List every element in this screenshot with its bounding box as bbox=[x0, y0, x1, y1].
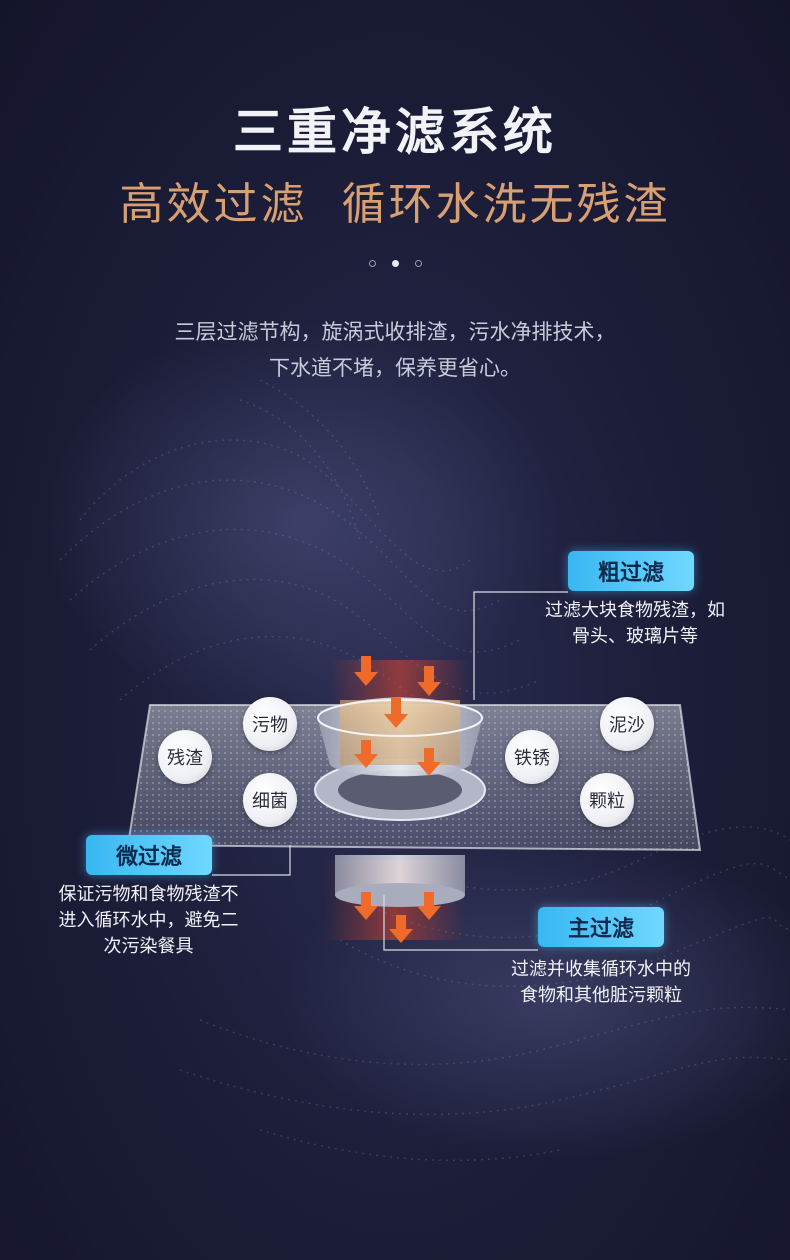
main-filter-desc: 过滤并收集循环水中的 食物和其他脏污颗粒 bbox=[486, 957, 716, 1009]
main-desc-line-1: 过滤并收集循环水中的 bbox=[511, 959, 691, 980]
main-desc-line-2: 食物和其他脏污颗粒 bbox=[520, 985, 682, 1006]
description-line-1: 三层过滤节构，旋涡式收排渣，污水净排技术， bbox=[174, 320, 616, 344]
arrow-5 bbox=[417, 748, 441, 776]
flow-arrows bbox=[354, 656, 441, 943]
arrow-4 bbox=[354, 740, 378, 768]
arrow-1 bbox=[354, 656, 378, 686]
feature-description: 三层过滤节构，旋涡式收排渣，污水净排技术， 下水道不堵，保养更省心。 bbox=[0, 314, 790, 386]
micro-desc-line-2: 进入循环水中，避免二 bbox=[58, 910, 239, 931]
bubble-bacteria: 细菌 bbox=[243, 773, 297, 827]
coarse-desc-line-2: 骨头、玻璃片等 bbox=[572, 626, 698, 647]
coarse-filter-desc: 过滤大块食物残渣，如 骨头、玻璃片等 bbox=[520, 598, 750, 650]
bubble-residue: 残渣 bbox=[158, 730, 212, 784]
page-title: 三重净滤系统 bbox=[233, 103, 557, 161]
subtitle-left: 高效过滤 bbox=[119, 179, 308, 230]
arrow-2 bbox=[417, 666, 441, 696]
bubble-sand: 泥沙 bbox=[600, 697, 654, 751]
main-leader-line bbox=[383, 895, 538, 951]
micro-filter-tag: 微过滤 bbox=[86, 835, 212, 875]
arrow-7 bbox=[417, 892, 441, 920]
micro-filter-desc: 保证污物和食物残渣不 进入循环水中，避免二 次污染餐具 bbox=[36, 882, 261, 960]
bubble-granule: 颗粒 bbox=[580, 773, 634, 827]
carousel-indicator bbox=[0, 260, 790, 267]
subtitle-right: 循环水洗无残渣 bbox=[341, 179, 671, 230]
description-line-2: 下水道不堵，保养更省心。 bbox=[269, 356, 521, 380]
micro-desc-line-3: 次污染餐具 bbox=[103, 936, 194, 957]
arrow-8 bbox=[389, 915, 413, 943]
coarse-desc-line-1: 过滤大块食物残渣，如 bbox=[545, 600, 725, 621]
carousel-dot-1[interactable] bbox=[368, 260, 376, 267]
arrow-6 bbox=[354, 892, 378, 920]
carousel-dot-2[interactable] bbox=[391, 260, 399, 267]
main-filter-tag: 主过滤 bbox=[538, 907, 664, 947]
coarse-filter-tag: 粗过滤 bbox=[568, 551, 694, 591]
coarse-leader-line bbox=[473, 591, 568, 700]
page-subtitle: 高效过滤循环水洗无残渣 bbox=[0, 168, 790, 232]
micro-leader-line bbox=[212, 845, 291, 876]
micro-desc-line-1: 保证污物和食物残渣不 bbox=[58, 884, 239, 905]
bubble-dirt: 污物 bbox=[243, 697, 297, 751]
arrow-3 bbox=[384, 698, 408, 728]
carousel-dot-3[interactable] bbox=[414, 260, 422, 267]
bubble-rust: 铁锈 bbox=[505, 730, 559, 784]
